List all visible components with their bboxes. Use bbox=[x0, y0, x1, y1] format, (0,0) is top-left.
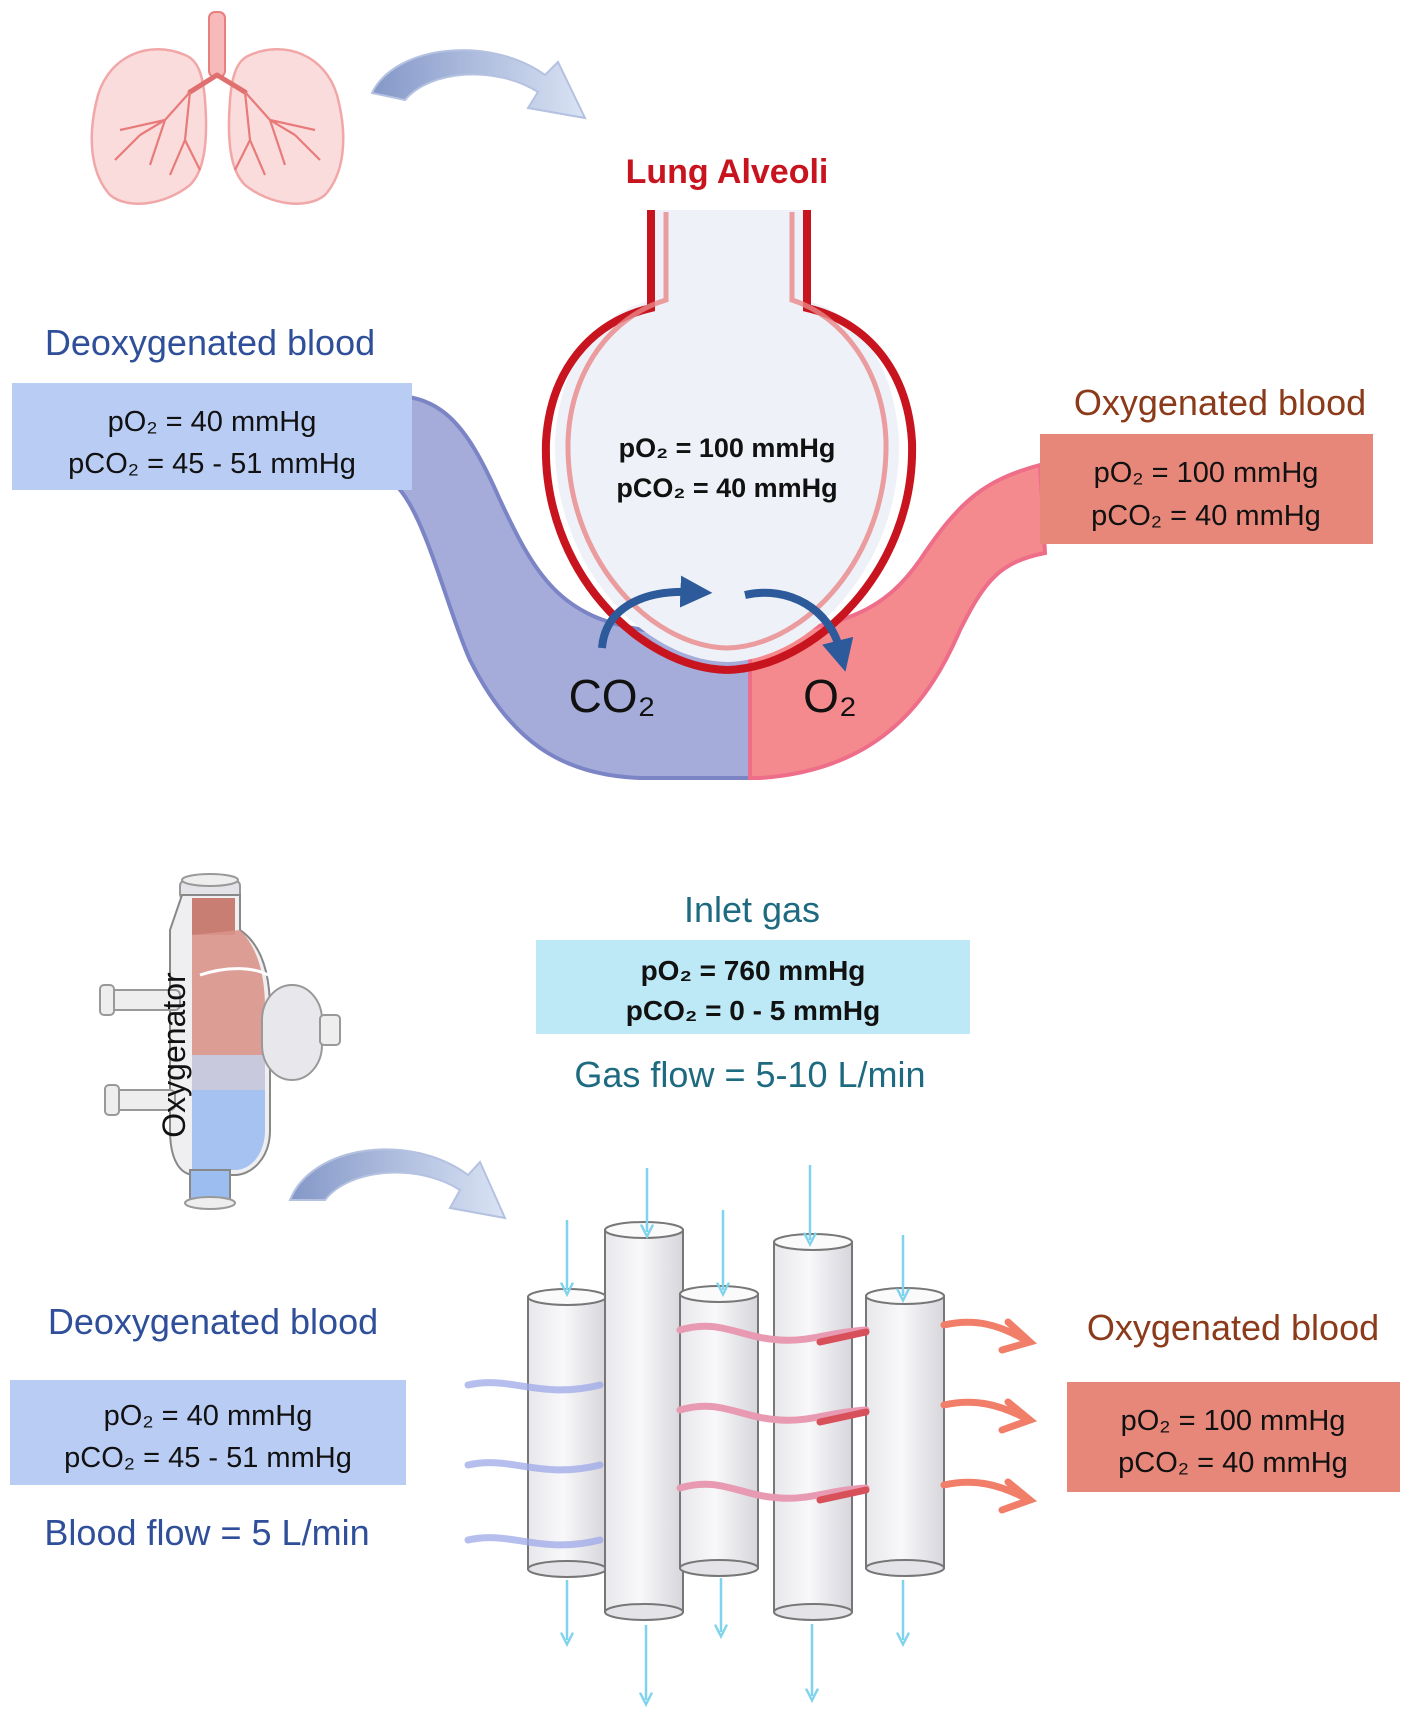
o2-label: O₂ bbox=[803, 670, 857, 722]
deoxygenated-box-bottom bbox=[10, 1380, 406, 1485]
lungs-icon bbox=[90, 11, 345, 205]
deoxy-pco2-bottom: pCO₂ = 45 - 51 mmHg bbox=[64, 1442, 352, 1474]
alveoli-po2-value: pO₂ = 100 mmHg bbox=[619, 433, 836, 463]
inlet-pco2-value: pCO₂ = 0 - 5 mmHg bbox=[626, 995, 880, 1026]
oxygenator-icon: Oxygenator bbox=[99, 873, 341, 1210]
gas-flow-arrows bbox=[567, 1165, 903, 1700]
curved-arrow-bottom bbox=[288, 1148, 507, 1220]
oxygenator-label: Oxygenator bbox=[156, 972, 192, 1138]
oxygenated-title-top: Oxygenated blood bbox=[1074, 382, 1366, 423]
oxy-po2-bottom: pO₂ = 100 mmHg bbox=[1121, 1405, 1346, 1437]
hollow-fiber bbox=[865, 1287, 945, 1577]
deoxy-po2-bottom: pO₂ = 40 mmHg bbox=[104, 1400, 313, 1432]
inlet-po2-value: pO₂ = 760 mmHg bbox=[641, 955, 866, 986]
inlet-gas-title: Inlet gas bbox=[684, 889, 820, 930]
alveolus bbox=[541, 210, 917, 674]
oxy-pco2-bottom: pCO₂ = 40 mmHg bbox=[1118, 1447, 1348, 1479]
deoxygenated-title-bottom: Deoxygenated blood bbox=[48, 1301, 378, 1342]
oxygenated-title-bottom: Oxygenated blood bbox=[1087, 1307, 1379, 1348]
oxygenated-box-bottom bbox=[1067, 1382, 1400, 1492]
deoxygenated-title-top: Deoxygenated blood bbox=[45, 322, 375, 363]
oxygenated-vessel bbox=[748, 462, 1048, 780]
o2-exchange-arrow bbox=[744, 588, 854, 672]
co2-exchange-arrow bbox=[598, 575, 713, 649]
deoxy-pco2-top: pCO₂ = 45 - 51 mmHg bbox=[68, 448, 356, 480]
blood-flow-value: Blood flow = 5 L/min bbox=[44, 1512, 369, 1553]
co2-label: CO₂ bbox=[569, 670, 656, 722]
blood-streams bbox=[464, 1322, 870, 1549]
alveoli-pco2-value: pCO₂ = 40 mmHg bbox=[616, 473, 837, 503]
oxy-pco2-top: pCO₂ = 40 mmHg bbox=[1091, 500, 1321, 532]
oxygenated-box-top bbox=[1040, 434, 1373, 544]
lung-alveoli-title: Lung Alveoli bbox=[626, 153, 829, 191]
hollow-fiber bbox=[773, 1233, 853, 1621]
deoxygenated-box-top bbox=[12, 383, 412, 490]
hollow-fiber bbox=[604, 1221, 684, 1621]
deoxygenated-vessel bbox=[383, 392, 752, 780]
oxy-po2-top: pO₂ = 100 mmHg bbox=[1094, 457, 1319, 489]
outflow-arrows bbox=[940, 1318, 1038, 1514]
curved-arrow-top bbox=[370, 49, 587, 120]
inlet-gas-box bbox=[536, 940, 970, 1034]
hollow-fiber bbox=[527, 1288, 607, 1578]
hollow-fiber bbox=[679, 1285, 759, 1577]
gas-flow-value: Gas flow = 5-10 L/min bbox=[574, 1054, 925, 1095]
deoxy-po2-top: pO₂ = 40 mmHg bbox=[108, 406, 317, 438]
hollow-fibers bbox=[527, 1221, 945, 1621]
